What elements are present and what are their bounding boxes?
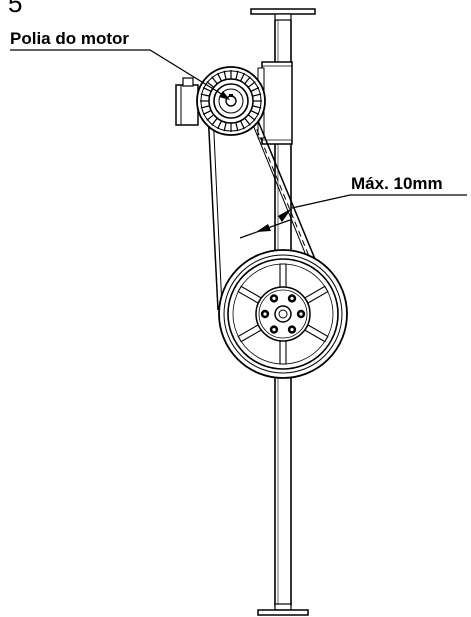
hub-bolt-hole bbox=[272, 327, 276, 332]
motor-fin bbox=[200, 93, 210, 97]
motor-fin bbox=[247, 114, 256, 121]
motor-fin bbox=[235, 70, 239, 80]
wheel-spoke bbox=[279, 339, 287, 365]
hub-bolt-hole bbox=[290, 327, 294, 332]
motor-fin bbox=[235, 122, 239, 132]
motor-fin bbox=[202, 87, 212, 92]
hub-bolt-hole bbox=[290, 296, 294, 301]
motor-fin bbox=[206, 114, 215, 121]
motor-fin bbox=[247, 81, 256, 88]
motor-fin bbox=[240, 120, 245, 130]
motor-fin bbox=[223, 122, 227, 132]
motor-fin bbox=[211, 117, 218, 126]
motor-fin bbox=[250, 110, 260, 115]
motor-fin bbox=[217, 72, 222, 82]
step-number: 5 bbox=[8, 0, 22, 18]
motor-fin bbox=[244, 76, 251, 85]
wheel-spoke bbox=[279, 263, 287, 289]
driven-wheel bbox=[218, 249, 348, 379]
motor-fin bbox=[206, 81, 215, 88]
motor-fin bbox=[244, 117, 251, 126]
motor-fin bbox=[250, 87, 260, 92]
motor-pulley bbox=[213, 83, 249, 119]
motor-fin bbox=[200, 105, 210, 109]
max-gap-callout: Máx. 10mm bbox=[239, 174, 467, 239]
motor-pulley-callout: Polia do motor bbox=[10, 29, 230, 100]
max-gap-label: Máx. 10mm bbox=[351, 174, 443, 193]
motor-fin bbox=[217, 120, 222, 130]
motor-fin bbox=[252, 105, 262, 109]
motor-pulley-label: Polia do motor bbox=[10, 29, 129, 48]
hub-bolt-hole bbox=[263, 312, 267, 316]
motor-fin bbox=[252, 93, 262, 97]
hub-bolt-hole bbox=[299, 312, 303, 316]
motor-fin bbox=[223, 70, 227, 80]
motor-fin bbox=[202, 110, 212, 115]
motor-bracket bbox=[257, 61, 293, 145]
hub-bolt-hole bbox=[272, 296, 276, 301]
motor-fin bbox=[240, 72, 245, 82]
motor-fin bbox=[211, 76, 218, 85]
